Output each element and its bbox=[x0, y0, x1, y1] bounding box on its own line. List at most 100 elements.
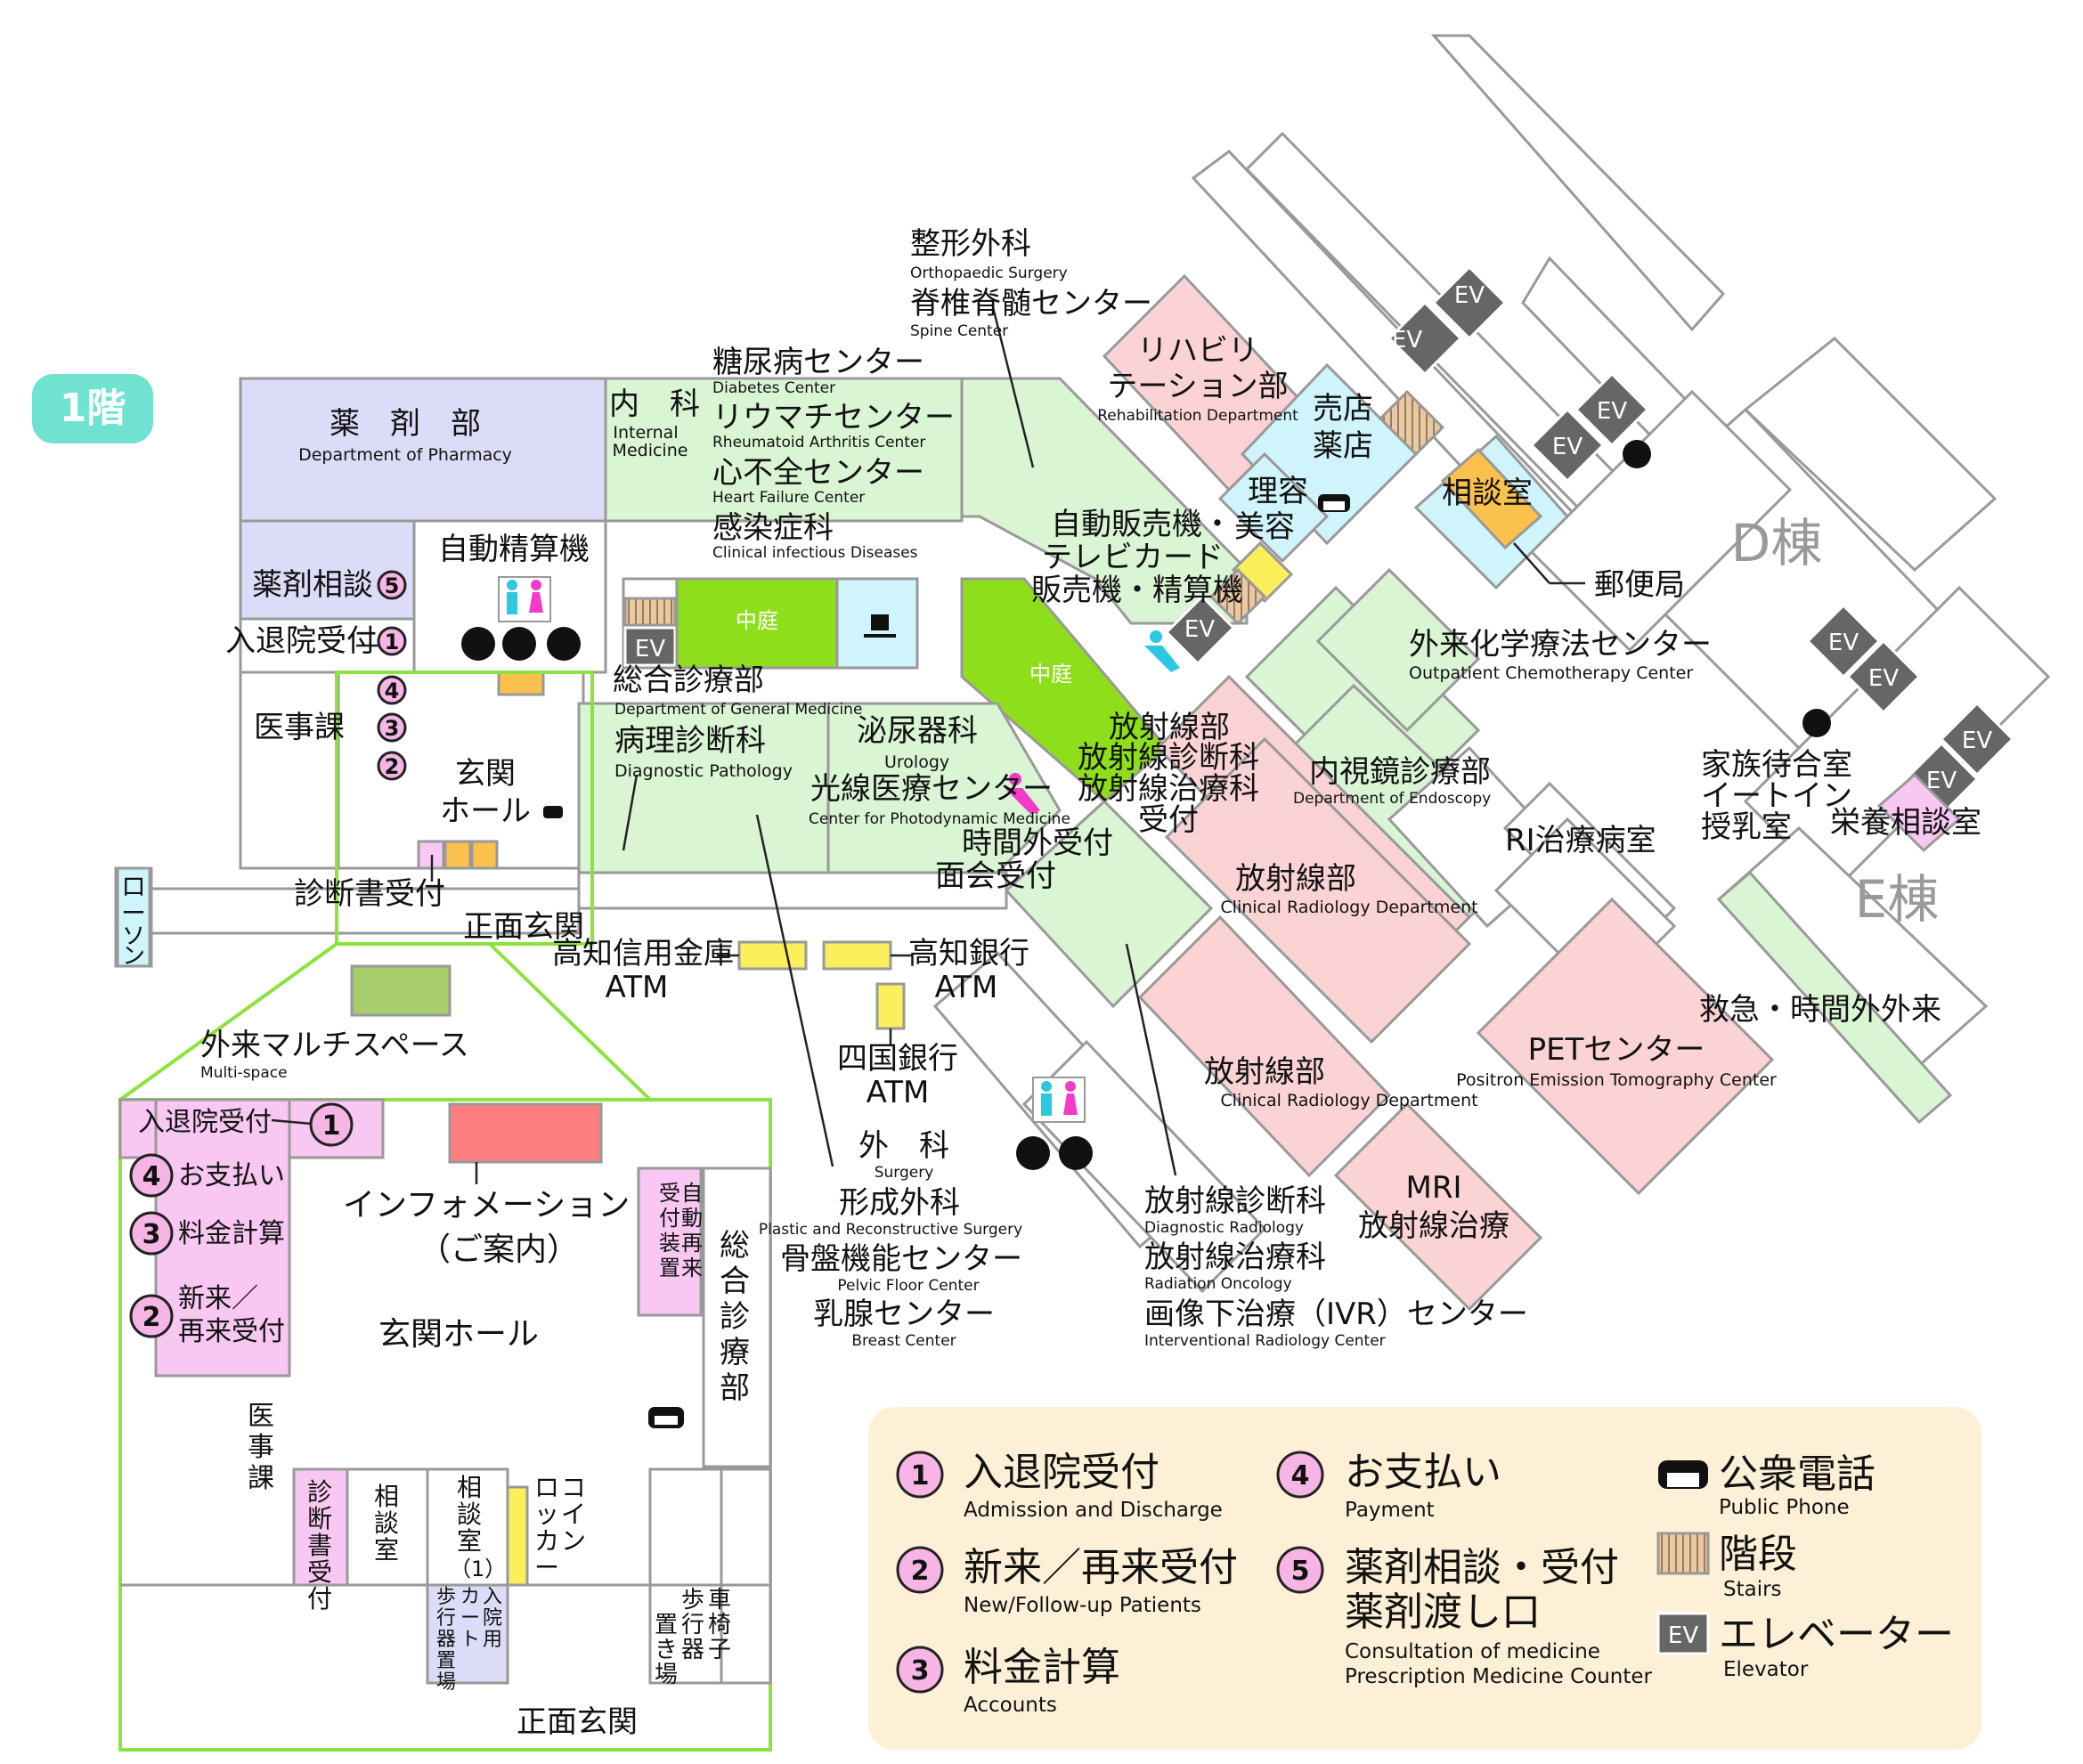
after-hours-label: 時間外受付 bbox=[962, 825, 1113, 861]
pet-center-label: PETセンター bbox=[1528, 1032, 1705, 1068]
plastic-surgery-label: 形成外科 bbox=[839, 1185, 960, 1221]
internal-block: EV bbox=[577, 377, 1249, 874]
svg-text:入: 入 bbox=[483, 1586, 502, 1608]
legend-admission: 入退院受付 bbox=[964, 1450, 1159, 1495]
multi-space-label: 外来マルチスペース bbox=[200, 1028, 469, 1063]
elevator-label: EV bbox=[1962, 728, 1992, 754]
legend-payment: お支払い bbox=[1345, 1450, 1501, 1495]
wheelchair-icon bbox=[461, 627, 495, 661]
svg-text:ロ: ロ bbox=[121, 872, 146, 901]
svg-text:Outpatient Chemotherapy Cent: Outpatient Chemotherapy Center bbox=[1409, 663, 1693, 683]
infectious-diseases-label: 感染症科 bbox=[712, 510, 834, 546]
svg-text:書: 書 bbox=[307, 1531, 332, 1560]
elevator-label: EV bbox=[1552, 434, 1583, 460]
svg-text:2: 2 bbox=[142, 1302, 161, 1333]
west-block bbox=[114, 377, 607, 968]
legend-elevator: エレベーター bbox=[1719, 1612, 1954, 1657]
svg-text:Rehabilitation Department: Rehabilitation Department bbox=[1097, 407, 1298, 425]
restroom-icon bbox=[1032, 1077, 1086, 1123]
accessible-restroom-icon bbox=[1144, 630, 1180, 672]
baby-changing-icon bbox=[547, 627, 581, 661]
phone-icon bbox=[543, 806, 563, 818]
main-entrance-label: 正面玄関 bbox=[463, 909, 584, 945]
spine-center-label: 脊椎脊髄センター bbox=[910, 286, 1152, 321]
inset-certificate-label: 診 断 書 受 付 bbox=[307, 1477, 332, 1614]
consultation-room-label: 相談室 bbox=[1442, 476, 1533, 511]
svg-text:Pelvic Floor Center: Pelvic Floor Center bbox=[837, 1277, 979, 1295]
shikoku-bank-atm-label: 四国銀行 bbox=[837, 1041, 958, 1077]
svg-text:Breast Center: Breast Center bbox=[851, 1332, 956, 1350]
photodynamic-center-label: 光線医療センター bbox=[810, 771, 1053, 807]
svg-text:療: 療 bbox=[720, 1335, 750, 1370]
inset-medical-affairs-label: 医 事 課 bbox=[248, 1401, 274, 1494]
orthopaedic-label: 整形外科 bbox=[910, 226, 1031, 262]
elevator-label: EV bbox=[1597, 398, 1627, 425]
building-e-label: E棟 bbox=[1855, 869, 1940, 930]
rheumatology-label: リウマチセンター bbox=[712, 400, 955, 435]
inpatient-cart-label: 入 院 用 カ ー ト 歩 行 器 置 場 bbox=[436, 1586, 502, 1694]
wheelchair-icon bbox=[1623, 440, 1651, 468]
elevator-label: EV bbox=[1926, 768, 1957, 794]
inset-accounts-label: 料金計算 bbox=[178, 1218, 285, 1249]
pelvic-floor-label: 骨盤機能センター bbox=[780, 1241, 1022, 1277]
svg-text:ATM: ATM bbox=[867, 1075, 930, 1110]
restroom-icon bbox=[498, 576, 551, 622]
svg-text:3: 3 bbox=[142, 1219, 161, 1250]
svg-text:相: 相 bbox=[374, 1482, 399, 1511]
svg-text:テーション部: テーション部 bbox=[1107, 369, 1288, 404]
general-medicine-label: 総合診療部 bbox=[613, 663, 764, 698]
svg-text:薬剤渡し口: 薬剤渡し口 bbox=[1345, 1589, 1541, 1635]
svg-text:ン: ン bbox=[122, 943, 145, 970]
svg-text:4: 4 bbox=[1291, 1460, 1310, 1492]
shop-label: 売店 bbox=[1313, 391, 1373, 427]
number-markers: 5 1 4 3 2 1 4 3 2 bbox=[129, 570, 407, 1338]
svg-text:授乳室: 授乳室 bbox=[1701, 809, 1792, 845]
svg-text:置: 置 bbox=[659, 1256, 680, 1280]
phone-icon bbox=[1318, 494, 1350, 512]
information-desk-label: インフォメーション bbox=[343, 1187, 630, 1223]
room-labels: 薬 剤 部 Department of Pharmacy 内 科 Interna… bbox=[121, 226, 1981, 1350]
phone-icon bbox=[648, 1407, 684, 1428]
legend-stairs-icon bbox=[1656, 1532, 1710, 1575]
svg-text:Elevator: Elevator bbox=[1723, 1658, 1809, 1681]
svg-text:Radiation Oncology: Radiation Oncology bbox=[1144, 1275, 1292, 1293]
legend-accounts: 料金計算 bbox=[964, 1645, 1120, 1690]
cafe-icon bbox=[864, 614, 896, 638]
svg-text:Public Phone: Public Phone bbox=[1719, 1496, 1850, 1519]
svg-text:放射線治療: 放射線治療 bbox=[1358, 1208, 1509, 1244]
svg-text:車: 車 bbox=[708, 1587, 731, 1614]
auto-payment-label: 自動精算機 bbox=[438, 532, 590, 567]
elevator-label: EV bbox=[1184, 616, 1215, 643]
svg-text:1: 1 bbox=[322, 1110, 341, 1142]
svg-text:イ: イ bbox=[561, 1500, 586, 1529]
svg-text:付: 付 bbox=[307, 1584, 332, 1614]
svg-text:EV: EV bbox=[635, 636, 665, 663]
svg-text:合: 合 bbox=[720, 1264, 750, 1299]
admission-label: 入退院受付 bbox=[225, 623, 377, 659]
radiation-oncology-label: 放射線治療科 bbox=[1144, 1240, 1326, 1275]
svg-text:断: 断 bbox=[307, 1504, 332, 1533]
svg-text:Department of Endoscopy: Department of Endoscopy bbox=[1293, 790, 1491, 808]
svg-text:Spine Center: Spine Center bbox=[910, 322, 1008, 340]
svg-text:受: 受 bbox=[659, 1181, 680, 1206]
svg-text:椅: 椅 bbox=[708, 1612, 731, 1638]
inset-consult-room-label: 相 談 室 bbox=[374, 1482, 399, 1565]
barber-label: 理容 bbox=[1248, 474, 1308, 509]
svg-text:ホール: ホール bbox=[440, 793, 531, 829]
accessible-restroom-icon bbox=[1005, 773, 1040, 815]
svg-text:Medicine: Medicine bbox=[613, 441, 688, 460]
svg-text:（1）: （1） bbox=[450, 1557, 506, 1581]
auto-reception-label: 受 付 装 置 自 動 再 来 bbox=[659, 1181, 703, 1280]
inset-hall-label: 玄関ホール bbox=[378, 1316, 539, 1353]
ivr-center-label: 画像下治療（IVR）センター bbox=[1144, 1297, 1528, 1332]
corridors bbox=[350, 871, 1008, 1030]
legend-phone: 公衆電話 bbox=[1719, 1451, 1876, 1497]
svg-text:歩: 歩 bbox=[681, 1587, 704, 1614]
svg-text:美容: 美容 bbox=[1234, 509, 1295, 545]
svg-text:ソ: ソ bbox=[122, 923, 145, 950]
svg-text:Heart Failure Center: Heart Failure Center bbox=[712, 489, 865, 507]
svg-text:放射線診断科: 放射線診断科 bbox=[1078, 740, 1259, 776]
courtyard-label: 中庭 bbox=[736, 608, 778, 633]
wheelchair-icon bbox=[1802, 709, 1831, 737]
svg-text:置: 置 bbox=[655, 1612, 678, 1638]
